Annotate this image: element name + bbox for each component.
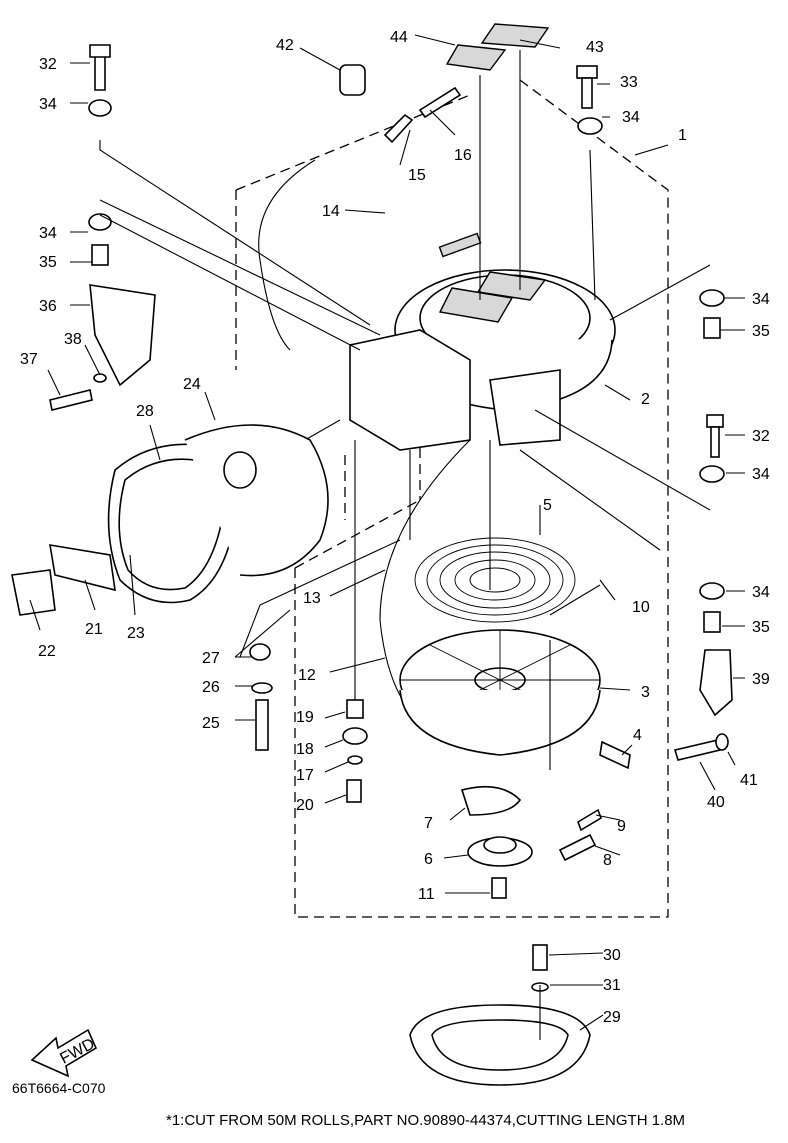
- callout-35-c: 35: [752, 619, 770, 636]
- callout-25: 25: [202, 715, 220, 732]
- callout-29: 29: [603, 1009, 621, 1026]
- callout-34-d: 34: [752, 291, 770, 308]
- label-plate-44: [445, 44, 507, 71]
- flywheel-cover: [107, 424, 329, 604]
- callout-34-e: 34: [752, 466, 770, 483]
- callout-32-right: 32: [752, 428, 770, 445]
- callout-43: 43: [586, 39, 604, 56]
- fasteners-left: [49, 44, 273, 751]
- callout-30: 30: [603, 947, 621, 964]
- callout-7: 7: [424, 815, 433, 832]
- assembly-boundary-upper: [235, 79, 669, 520]
- callout-14: 14: [322, 203, 340, 220]
- callout-20: 20: [296, 797, 314, 814]
- callout-1: 1: [678, 127, 687, 144]
- fasteners-right: [339, 64, 733, 761]
- callout-17: 17: [296, 767, 314, 784]
- callout-33: 33: [620, 74, 638, 91]
- label-plate-43-installed: [476, 271, 547, 301]
- callout-4: 4: [633, 727, 642, 744]
- callout-26: 26: [202, 679, 220, 696]
- callout-6: 6: [424, 851, 433, 868]
- spiral-spring: [414, 537, 576, 623]
- callout-34-f: 34: [752, 584, 770, 601]
- spring-16: [418, 86, 462, 119]
- callout-39: 39: [752, 671, 770, 688]
- callout-3: 3: [641, 684, 650, 701]
- callout-10: 10: [632, 599, 650, 616]
- callout-22: 22: [38, 643, 56, 660]
- callout-42: 42: [276, 37, 294, 54]
- callout-35-a: 35: [39, 254, 57, 271]
- starter-handle: [11, 536, 134, 616]
- callout-8: 8: [603, 852, 612, 869]
- callout-24: 24: [183, 376, 201, 393]
- callout-41: 41: [740, 772, 758, 789]
- callout-27: 27: [202, 650, 220, 667]
- callout-23: 23: [127, 625, 145, 642]
- callout-16: 16: [454, 147, 472, 164]
- callout-36: 36: [39, 298, 57, 315]
- callout-19: 19: [296, 709, 314, 726]
- cable-end-15: [383, 113, 414, 144]
- callout-9: 9: [617, 818, 626, 835]
- callout-34-b: 34: [622, 109, 640, 126]
- callout-15: 15: [408, 167, 426, 184]
- callout-37: 37: [20, 351, 38, 368]
- callout-44: 44: [390, 29, 408, 46]
- leader-lines: [29, 34, 745, 1040]
- callout-18: 18: [296, 741, 314, 758]
- starter-housing: [349, 232, 616, 451]
- assembly-boundary-lower: [294, 499, 669, 918]
- label-plate-44-installed: [438, 287, 514, 323]
- diagram-footnote: *1:CUT FROM 50M ROLLS,PART NO.90890-4437…: [166, 1112, 686, 1129]
- callout-40: 40: [707, 794, 725, 811]
- small-parts: [409, 740, 631, 1086]
- fwd-arrow-icon: FWD: [30, 1028, 98, 1078]
- callout-35-b: 35: [752, 323, 770, 340]
- sheave-drum: [399, 629, 601, 756]
- callout-2: 2: [641, 391, 650, 408]
- callout-34-c: 34: [39, 225, 57, 242]
- callout-31: 31: [603, 977, 621, 994]
- callout-34-a: 34: [39, 96, 57, 113]
- callout-28: 28: [136, 403, 154, 420]
- callout-12: 12: [298, 667, 316, 684]
- callout-13: 13: [303, 590, 321, 607]
- diagram-code: 66T6664-C070: [12, 1080, 106, 1096]
- callout-5: 5: [543, 497, 552, 514]
- callout-21: 21: [85, 621, 103, 638]
- callout-38: 38: [64, 331, 82, 348]
- fasteners-middle: [342, 699, 368, 803]
- label-plate-43: [480, 23, 550, 48]
- callout-11: 11: [418, 886, 435, 903]
- callout-32-top: 32: [39, 56, 57, 73]
